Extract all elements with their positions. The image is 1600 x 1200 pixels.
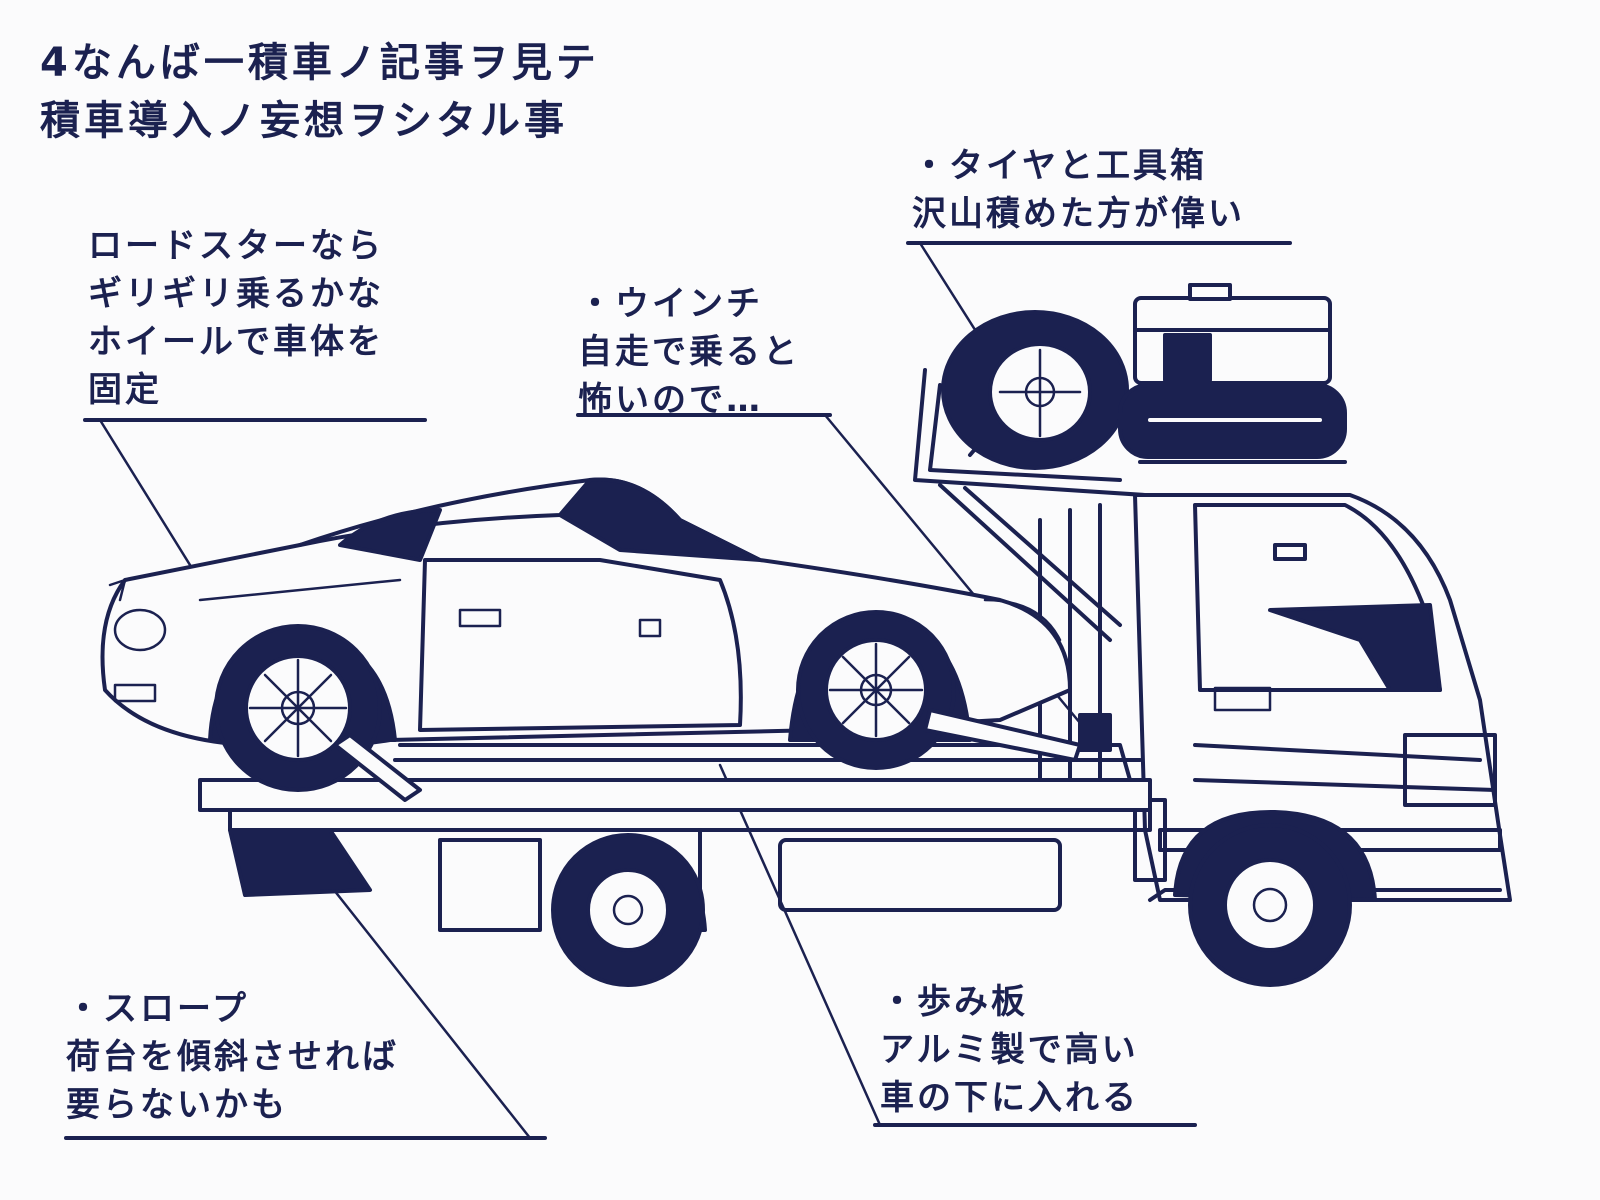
winch-note-line-2: 自走で乗ると	[578, 332, 800, 372]
slope-annotation: ・スロープ 荷台を傾斜させれば 要らないかも	[66, 985, 399, 1129]
winch-note-line-3: 怖いので…	[578, 380, 763, 420]
wheel-tie-straps	[333, 708, 1112, 802]
slope-note-line-2: 荷台を傾斜させれば	[66, 1037, 399, 1077]
toolbox	[1133, 283, 1332, 385]
roadster-note-line-3: ホイールで車体を	[88, 322, 384, 362]
spare-tire-flat	[1118, 383, 1347, 459]
title-line-2: 積車導入ノ妄想ヲシタル事	[40, 98, 568, 144]
cab-wheel	[1173, 809, 1377, 987]
slope-note-line-1: ・スロープ	[66, 989, 249, 1029]
roadster-front-wheel	[788, 610, 972, 770]
board-note-line-3: 車の下に入れる	[880, 1078, 1139, 1118]
slope-leader	[328, 883, 532, 1140]
rear-truck-wheel	[551, 833, 707, 987]
board-leader	[718, 763, 882, 1127]
board-note-line-2: アルミ製で高い	[880, 1030, 1139, 1070]
tires-note-line-2: 沢山積めた方が偉い	[912, 194, 1245, 234]
board-note-line-1: ・歩み板	[880, 982, 1028, 1022]
leader-lines	[64, 241, 1292, 1140]
roadster-annotation: ロードスターなら ギリギリ乗るかな ホイールで車体を 固定	[88, 222, 384, 414]
slope-note-line-3: 要らないかも	[66, 1085, 288, 1125]
truck-cab	[1133, 493, 1512, 902]
winch-note-line-1: ・ウインチ	[578, 284, 763, 324]
roadster-note-line-2: ギリギリ乗るかな	[88, 274, 384, 314]
title-line-1: 4なんば一積車ノ記事ヲ見テ	[40, 40, 600, 86]
tires-note-line-1: ・タイヤと工具箱	[912, 146, 1207, 186]
tires-annotation: ・タイヤと工具箱 沢山積めた方が偉い	[912, 142, 1245, 238]
page-title: 4なんば一積車ノ記事ヲ見テ 積車導入ノ妄想ヲシタル事	[40, 34, 600, 150]
roadster-note-line-4: 固定	[88, 370, 162, 410]
spare-tire-upright	[941, 310, 1129, 470]
winch-annotation: ・ウインチ 自走で乗ると 怖いので…	[578, 280, 800, 424]
board-annotation: ・歩み板 アルミ製で高い 車の下に入れる	[880, 978, 1139, 1122]
roadster-note-line-1: ロードスターなら	[88, 226, 384, 266]
